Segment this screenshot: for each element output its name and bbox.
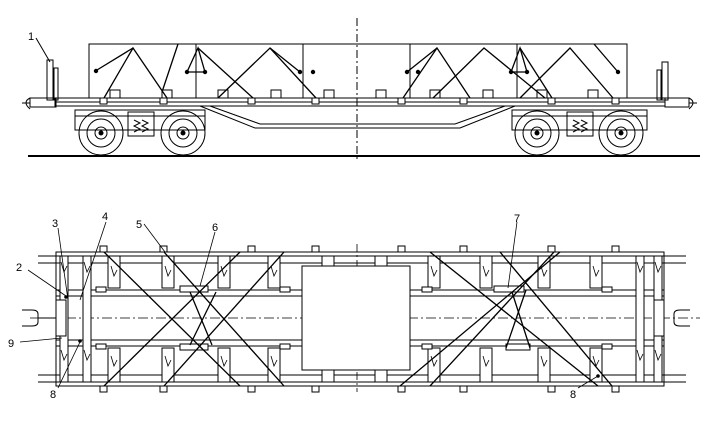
callout-labels: 1 2 3 4 5 6 7 8 8 9: [8, 31, 576, 401]
callout-5: 5: [136, 219, 142, 231]
bogie-left: [74, 109, 206, 156]
end-stanchion-left: [46, 59, 54, 101]
coupler-left: [22, 97, 57, 110]
center-sill: [199, 105, 516, 129]
clamp-dots: [64, 295, 600, 378]
plan-coupler-right: [653, 299, 690, 337]
sill-clamps: [95, 285, 613, 351]
callout-4: 4: [102, 211, 108, 223]
side-lashings-left: [96, 43, 317, 99]
callout-8-left: 8: [50, 389, 56, 401]
callout-9: 9: [8, 338, 14, 350]
callout-2: 2: [16, 262, 22, 274]
end-stanchion-right: [661, 61, 669, 101]
plan-coupler-left: [22, 299, 67, 337]
callout-3: 3: [52, 218, 58, 230]
callout-7: 7: [514, 213, 520, 225]
plan-view: [19, 221, 700, 393]
bogie-right: [511, 109, 648, 156]
leader-lines: [19, 221, 599, 389]
callout-6: 6: [212, 222, 218, 234]
plan-stake-pockets: [99, 245, 620, 393]
side-anchor-points: [93, 68, 621, 75]
callout-8-right: 8: [570, 389, 576, 401]
callout-1: 1: [28, 31, 34, 43]
central-block: [301, 265, 411, 371]
plan-lashings: [103, 251, 613, 387]
leader-1: [35, 37, 51, 63]
side-view: [22, 18, 700, 160]
side-lashings-right: [402, 43, 619, 99]
deck-stake-pockets: [99, 97, 620, 105]
coupler-right: [664, 97, 697, 110]
